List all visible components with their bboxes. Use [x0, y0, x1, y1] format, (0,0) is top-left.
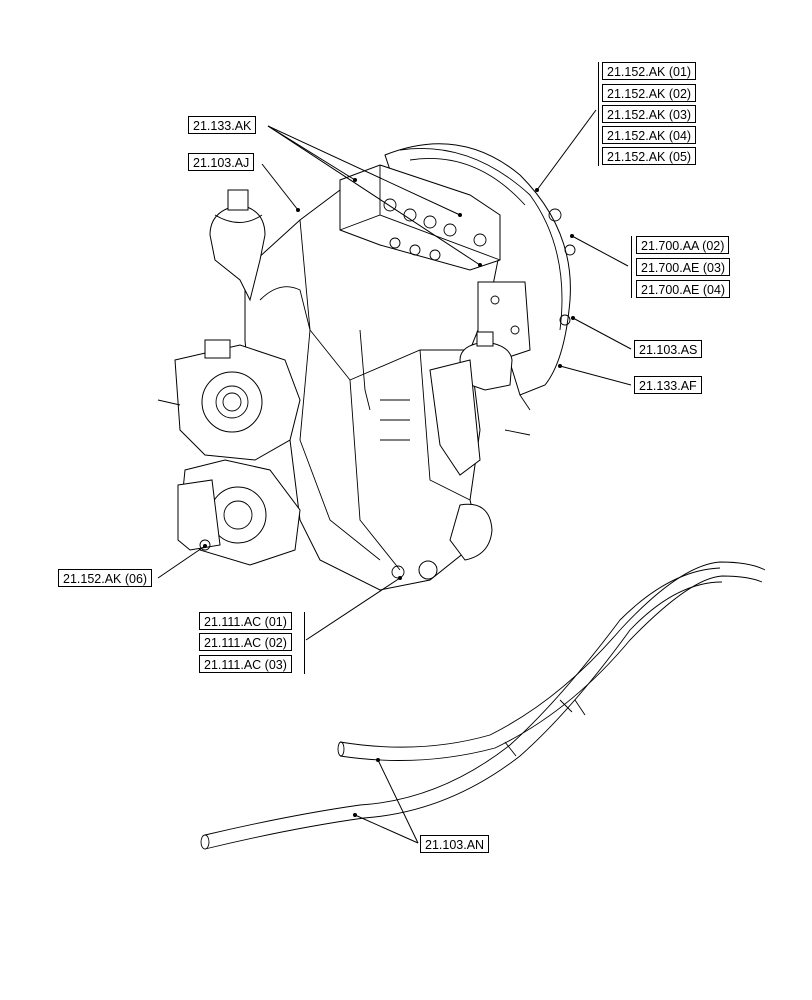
- callout-21-103-an[interactable]: 21.103.AN: [420, 835, 490, 853]
- callout-21-700-ae-03[interactable]: 21.700.AE (03): [636, 258, 731, 276]
- transmission-assembly: [157, 143, 576, 591]
- callout-21-152-ak-02[interactable]: 21.152.AK (02): [602, 84, 697, 102]
- callout-21-111-ac-01[interactable]: 21.111.AC (01): [199, 612, 292, 630]
- callout-21-133-af[interactable]: 21.133.AF: [634, 376, 702, 394]
- callout-21-103-as[interactable]: 21.103.AS: [634, 340, 703, 358]
- callout-21-152-ak-03[interactable]: 21.152.AK (03): [602, 105, 697, 123]
- callout-21-133-ak[interactable]: 21.133.AK: [188, 116, 257, 134]
- group-bracket-21-152-ak: [598, 62, 599, 166]
- callout-21-700-aa-02[interactable]: 21.700.AA (02): [636, 236, 730, 254]
- hose-assembly: [200, 561, 766, 850]
- callout-21-152-ak-04[interactable]: 21.152.AK (04): [602, 126, 697, 144]
- callout-21-103-aj[interactable]: 21.103.AJ: [188, 153, 255, 171]
- leader-lines: [157, 109, 632, 844]
- callout-21-152-ak-06[interactable]: 21.152.AK (06): [58, 569, 153, 587]
- group-bracket-21-700: [631, 236, 632, 298]
- callout-21-152-ak-05[interactable]: 21.152.AK (05): [602, 147, 697, 165]
- callout-21-111-ac-02[interactable]: 21.111.AC (02): [199, 633, 292, 651]
- group-bracket-21-111-ac: [304, 612, 305, 674]
- callout-21-111-ac-03[interactable]: 21.111.AC (03): [199, 655, 292, 673]
- callout-21-152-ak-01[interactable]: 21.152.AK (01): [602, 62, 697, 80]
- callout-21-700-ae-04[interactable]: 21.700.AE (04): [636, 280, 731, 298]
